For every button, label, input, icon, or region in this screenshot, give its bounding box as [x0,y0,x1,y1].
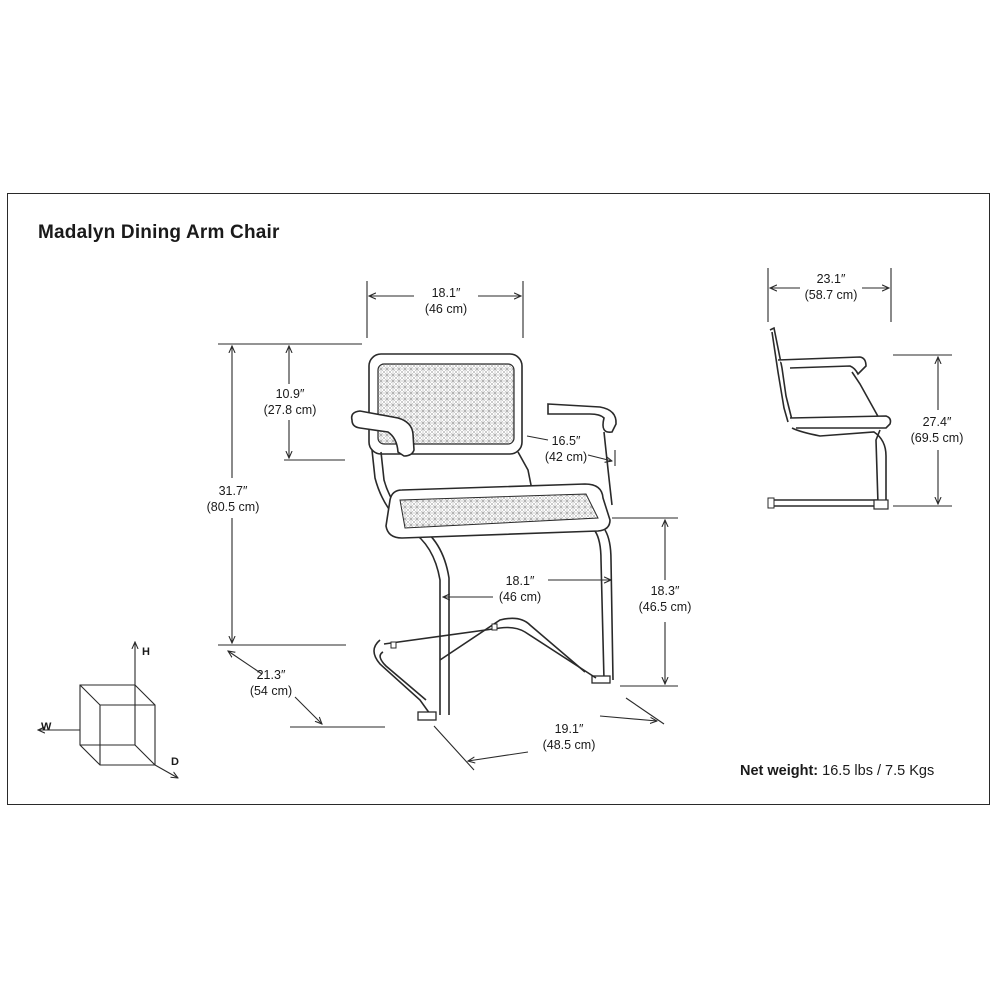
arm-height-label: 27.4″(69.5 cm) [910,415,964,445]
seat-cane-panel [399,493,599,529]
seat-width-label: 18.1″(46 cm) [498,574,542,604]
net-weight-label: Net weight: [740,763,819,779]
arm-depth-label: 16.5″(42 cm) [544,434,588,464]
overall-height-label: 31.7″(80.5 cm) [206,484,260,514]
back-cane-panel [377,363,515,445]
net-weight-value: 16.5 lbs / 7.5 Kgs [822,763,935,779]
back-height-label: 10.9″(27.8 cm) [263,387,317,417]
seat-height-label: 18.3″(46.5 cm) [638,584,692,614]
diagram-frame [7,193,990,805]
chair-side-view [767,268,952,510]
side-depth-label: 23.1″(58.7 cm) [804,272,858,302]
axis-w-label: W [41,721,52,733]
chair-front-view [350,353,617,721]
front-dimension-lines [218,281,678,771]
axis-d-label: D [171,756,179,768]
page-title: Madalyn Dining Arm Chair [38,222,280,243]
net-weight: Net weight: 16.5 lbs / 7.5 Kgs [740,763,934,779]
axis-h-label: H [142,646,150,658]
top-width-label: 18.1″(46 cm) [424,286,468,316]
axis-cube-icon [38,642,178,778]
overall-depth-label: 19.1″(48.5 cm) [542,722,596,752]
overall-width-label: 21.3″(54 cm) [249,668,293,698]
